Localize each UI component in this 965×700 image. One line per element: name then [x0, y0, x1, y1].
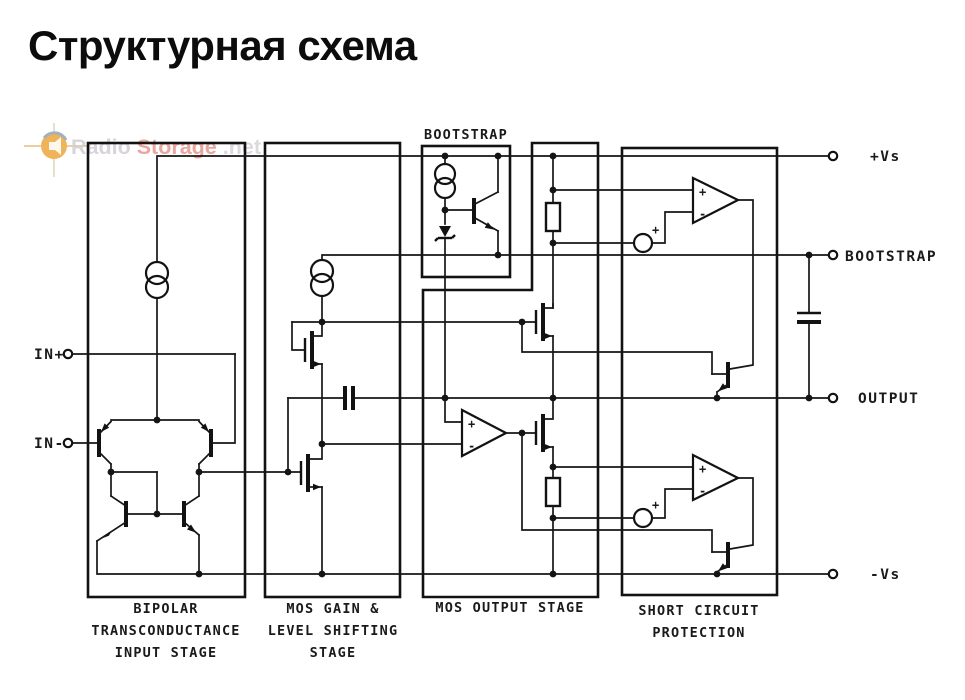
- offset-source-lower: [632, 507, 654, 529]
- npn-transistor-clamp-lower: [711, 542, 730, 575]
- page-title: Структурная схема: [28, 22, 417, 69]
- protection-circuit: + - + + - +: [632, 176, 754, 575]
- mosfet-m2: [299, 443, 323, 575]
- terminal-vs-plus: [827, 150, 839, 162]
- bootstrap-capacitor: [797, 254, 821, 399]
- label-block1-line2: TRANSCONDUCTANCE: [91, 623, 240, 639]
- current-source-icon: [309, 258, 335, 298]
- label-in-plus: IN+: [34, 347, 65, 363]
- npn-transistor-bootstrap: [444, 155, 500, 256]
- terminal-bootstrap: [827, 249, 839, 261]
- watermark: Radio Storage .net: [24, 123, 261, 177]
- terminal-output: [827, 392, 839, 404]
- terminals: [62, 150, 839, 580]
- block-mos-gain-stage: [263, 141, 402, 599]
- sense-resistor-top: [544, 201, 562, 233]
- svg-text:+: +: [468, 417, 475, 431]
- input-stage-circuit: [71, 260, 302, 575]
- comparator-upper: + - +: [632, 176, 754, 370]
- label-vs-minus: -Vs: [870, 567, 901, 583]
- label-output: OUTPUT: [858, 391, 919, 407]
- vs-minus-rail: [96, 540, 830, 575]
- junction-dots: [107, 152, 813, 578]
- rails: [96, 155, 830, 575]
- watermark-text: Radio Storage .net: [71, 135, 261, 159]
- output-stage-circuit: + -: [321, 155, 713, 575]
- gain-stage-circuit: [287, 258, 537, 575]
- offset-source-upper: [632, 232, 654, 254]
- label-block3-line1: MOS OUTPUT STAGE: [435, 600, 584, 616]
- terminal-vs-minus: [827, 568, 839, 580]
- block-mos-output-stage: [421, 141, 600, 599]
- label-block2-line2: LEVEL SHIFTING: [268, 623, 399, 639]
- block-bipolar-input-stage: [86, 141, 247, 599]
- in-plus-route: [212, 353, 236, 444]
- mosfet-m4: [534, 397, 554, 479]
- label-vs-plus: +Vs: [870, 149, 901, 165]
- opamp-driver: + -: [321, 408, 537, 458]
- svg-text:+: +: [699, 462, 706, 476]
- label-bootstrap-block: BOOTSTRAP: [424, 127, 508, 143]
- label-block1-line1: BIPOLAR: [133, 601, 198, 617]
- label-block4-line2: PROTECTION: [652, 625, 745, 641]
- svg-text:+: +: [699, 185, 706, 199]
- pnp-transistor-q2: [197, 420, 213, 473]
- terminal-in-minus: [62, 437, 74, 449]
- pnp-transistor-q1: [97, 420, 113, 473]
- svg-text:+: +: [652, 223, 659, 237]
- lower-gate-branch: [521, 432, 713, 553]
- block-bootstrap: [420, 144, 512, 279]
- current-source-icon: [433, 162, 457, 200]
- block-outlines: [86, 141, 779, 599]
- npn-transistor-clamp-upper: [711, 362, 730, 399]
- terminal-in-plus: [62, 348, 74, 360]
- label-in-minus: IN-: [34, 436, 65, 452]
- sense-resistor-bottom: [544, 476, 562, 508]
- label-block2-line3: STAGE: [310, 645, 357, 661]
- radiostorage-logo-icon: [24, 123, 90, 177]
- mosfet-m3: [534, 303, 554, 399]
- comparator-lower: + - +: [632, 453, 754, 550]
- current-source-icon: [144, 260, 170, 300]
- npn-transistor-q4: [182, 471, 201, 575]
- svg-text:-: -: [699, 207, 706, 221]
- vs-plus-rail: [156, 155, 830, 263]
- labels: IN+ IN- +Vs BOOTSTRAP OUTPUT -Vs BOOTSTR…: [34, 127, 937, 661]
- label-block4-line1: SHORT CIRCUIT: [638, 603, 759, 619]
- upper-gate-branch: [521, 321, 713, 375]
- block-short-circuit-protection: [620, 146, 779, 597]
- label-bootstrap: BOOTSTRAP: [845, 249, 937, 265]
- bootstrap-circuit: [433, 155, 500, 423]
- label-block1-line3: INPUT STAGE: [115, 645, 218, 661]
- mosfet-m1: [291, 321, 323, 445]
- label-block2-line1: MOS GAIN &: [286, 601, 379, 617]
- compensation-capacitor: [287, 386, 355, 473]
- svg-text:-: -: [699, 484, 706, 498]
- bootstrap-rail: [321, 254, 830, 261]
- svg-text:-: -: [468, 439, 475, 453]
- zener-sense-wire: [444, 237, 463, 423]
- npn-transistor-q3: [95, 471, 128, 543]
- svg-text:+: +: [652, 498, 659, 512]
